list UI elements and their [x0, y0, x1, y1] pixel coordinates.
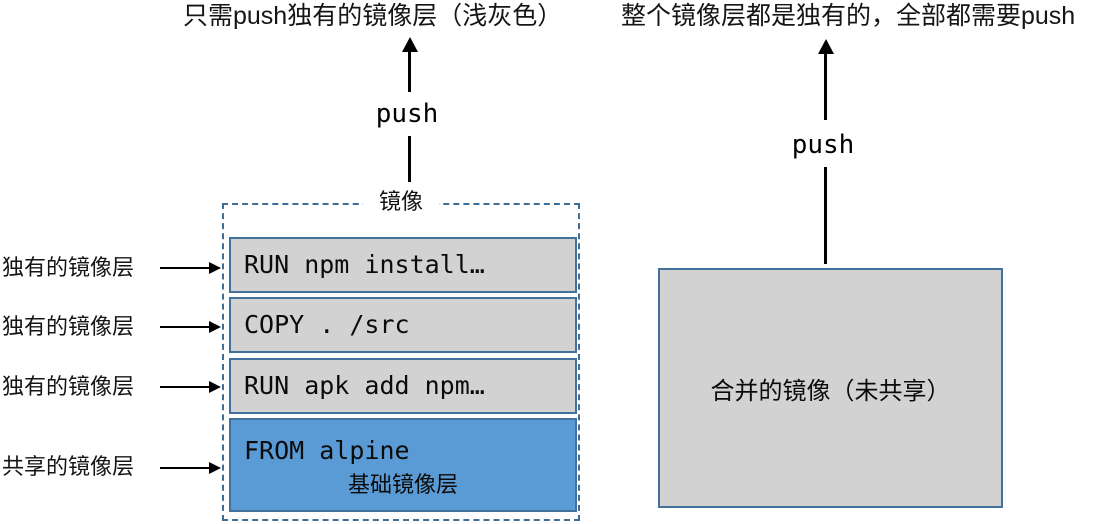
- side-arrow-line-1: [160, 267, 210, 269]
- image-box-title: 镜像: [224, 189, 578, 215]
- side-arrow-line-3: [160, 386, 210, 388]
- base-layer-caption: 基础镜像层: [347, 472, 458, 497]
- left-push-arrow-lower-line: [408, 136, 411, 182]
- right-push-arrow-upper-line: [824, 52, 827, 120]
- side-label-unique-3: 独有的镜像层: [2, 374, 135, 399]
- left-push-arrow-upper-line: [408, 50, 411, 92]
- left-push-label: push: [375, 99, 439, 129]
- layer-from-alpine: FROM alpine 基础镜像层: [229, 418, 577, 512]
- caption-right: 整个镜像层都是独有的，全部都需要push: [621, 2, 1076, 30]
- layer-run-npm-install: RUN npm install…: [229, 237, 577, 293]
- side-arrow-head-icon-1: [209, 262, 221, 274]
- caption-left: 只需push独有的镜像层（浅灰色）: [183, 2, 563, 30]
- right-push-arrow-lower-line: [824, 167, 827, 264]
- side-arrow-head-icon-2: [209, 321, 221, 333]
- side-arrow-line-4: [160, 467, 210, 469]
- right-push-arrow-head-icon: [818, 39, 834, 54]
- side-arrow-head-icon-3: [209, 381, 221, 393]
- side-arrow-line-2: [160, 326, 210, 328]
- side-label-unique-1: 独有的镜像层: [2, 255, 135, 280]
- merged-image-box-label: 合并的镜像（未共享）: [710, 377, 951, 405]
- merged-image-box: 合并的镜像（未共享）: [658, 268, 1003, 508]
- side-label-unique-2: 独有的镜像层: [2, 314, 135, 339]
- side-arrow-head-icon-4: [209, 462, 221, 474]
- side-label-shared: 共享的镜像层: [2, 454, 135, 479]
- base-layer-command: FROM alpine: [244, 436, 410, 465]
- layer-run-apk-add: RUN apk add npm…: [229, 358, 577, 414]
- layer-copy-src: COPY . /src: [229, 297, 577, 353]
- right-push-label: push: [791, 130, 855, 160]
- left-push-arrow-head-icon: [402, 37, 418, 52]
- image-dashed-box: 镜像 RUN npm install… COPY . /src RUN apk …: [222, 189, 580, 521]
